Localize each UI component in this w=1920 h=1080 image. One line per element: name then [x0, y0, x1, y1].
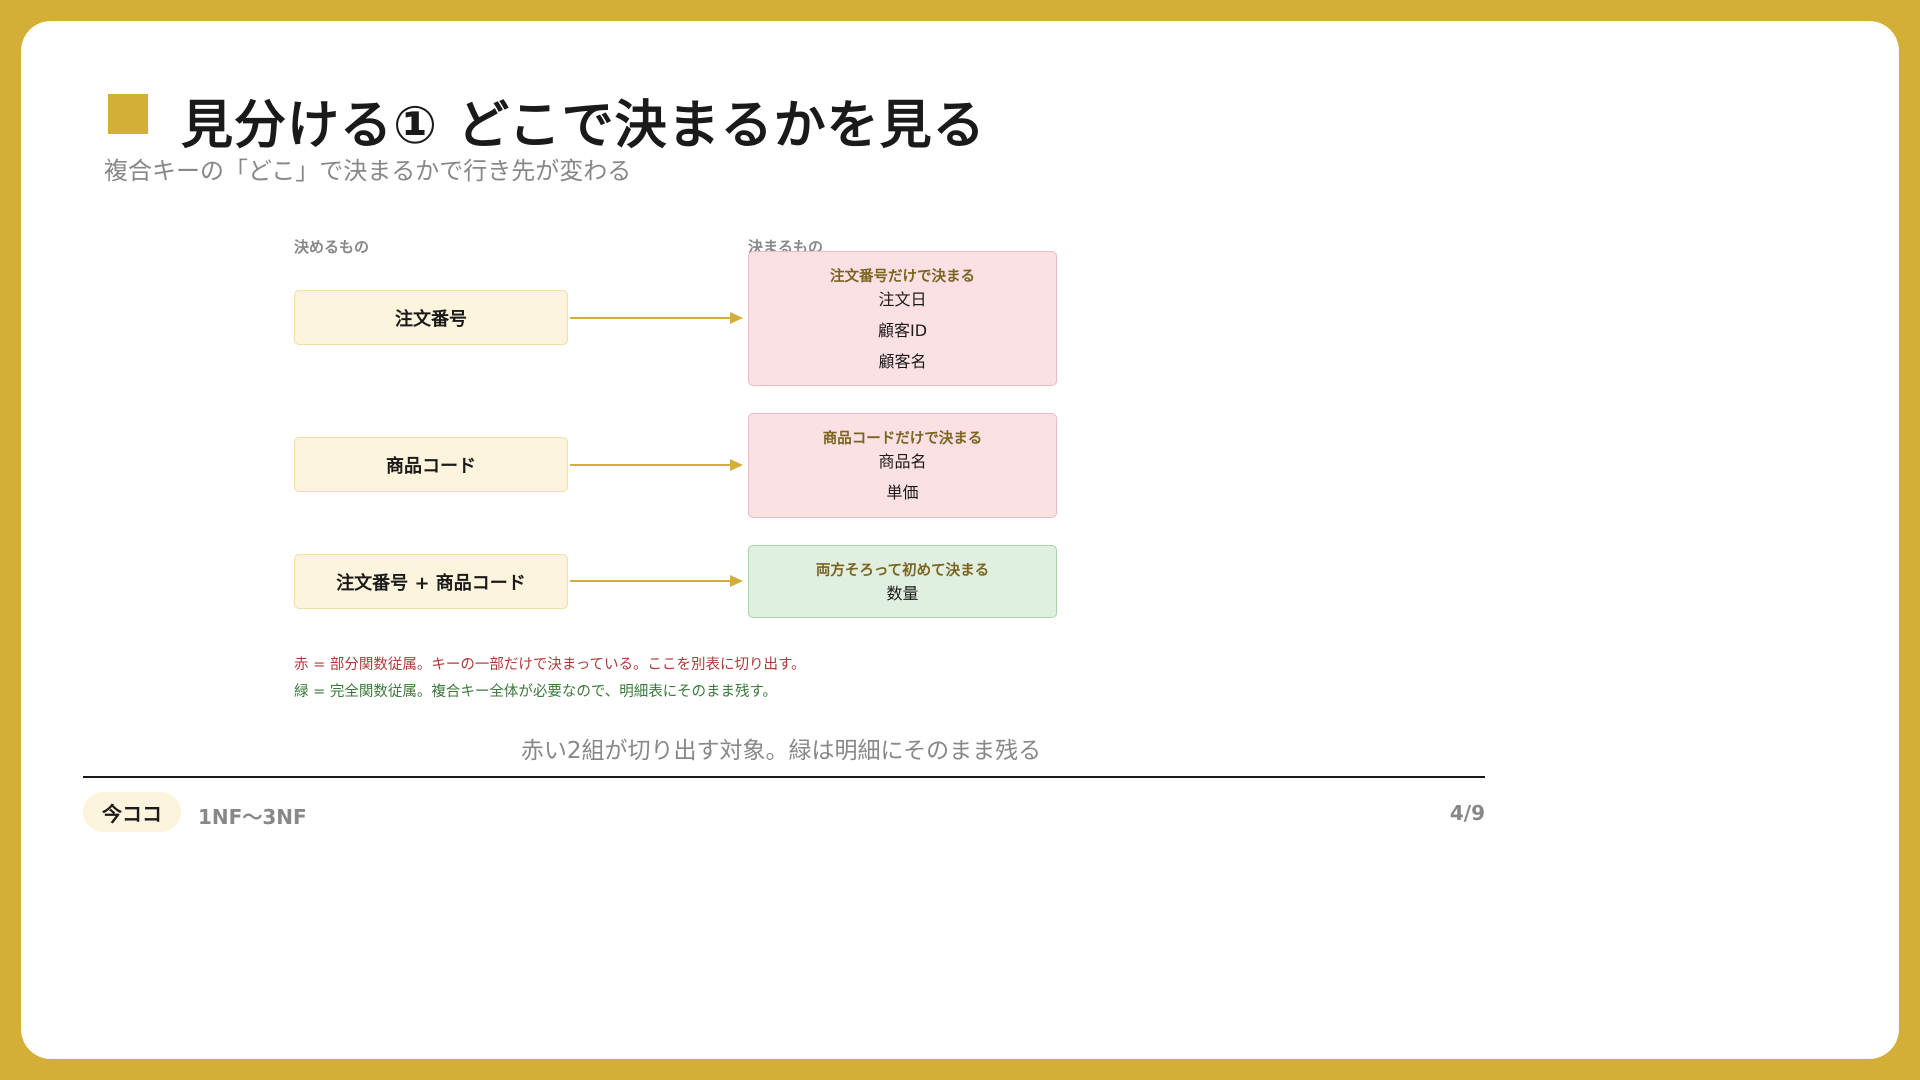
dependent-heading: 両方そろって初めて決まる — [815, 563, 990, 579]
title-square-icon — [108, 94, 148, 134]
dependent-item: 顧客名 — [878, 352, 927, 371]
dependent-heading: 商品コードだけで決まる — [822, 431, 983, 447]
dependent-item: 注文日 — [878, 290, 927, 309]
current-position-badge: 今ココ — [83, 792, 181, 832]
dependent-box-product: 商品コードだけで決まる 商品名 単価 — [748, 413, 1057, 518]
footer-divider — [83, 776, 1485, 778]
left-column-label: 決めるもの — [294, 238, 370, 256]
dependent-item: 顧客ID — [877, 321, 928, 340]
legend-partial-dependency: 赤 = 部分関数従属。キーの一部だけで決まっている。ここを別表に切り出す。 — [294, 657, 806, 673]
key-label: 注文番号 + 商品コード — [336, 572, 526, 594]
slide-title: 見分ける① どこで決まるかを見る — [181, 96, 986, 156]
dependent-heading: 注文番号だけで決まる — [830, 269, 975, 285]
key-box-composite: 注文番号 + 商品コード — [294, 554, 568, 609]
dependent-item: 単価 — [886, 483, 919, 502]
slide-card: 見分ける① どこで決まるかを見る 複合キーの「どこ」で決まるかで行き先が変わる … — [21, 21, 1899, 1059]
dependent-item: 商品名 — [878, 452, 927, 471]
dependent-box-order: 注文番号だけで決まる 注文日 顧客ID 顧客名 — [748, 251, 1057, 386]
dependent-item: 数量 — [886, 584, 919, 603]
arrow-right-icon — [570, 312, 743, 324]
dependent-box-composite: 両方そろって初めて決まる 数量 — [748, 545, 1057, 618]
key-label: 注文番号 — [395, 308, 467, 330]
footer-topic: 1NF〜3NF — [198, 805, 307, 829]
badge-label: 今ココ — [102, 801, 162, 826]
arrow-right-icon — [570, 575, 743, 587]
arrow-right-icon — [570, 459, 743, 471]
key-box-order-number: 注文番号 — [294, 290, 568, 345]
diagram-caption: 赤い2組が切り出す対象。緑は明細にそのまま残る — [520, 738, 1042, 764]
legend-full-dependency: 緑 = 完全関数従属。複合キー全体が必要なので、明細表にそのまま残す。 — [294, 684, 778, 700]
key-box-product-code: 商品コード — [294, 437, 568, 492]
key-label: 商品コード — [386, 455, 476, 477]
page-number: 4/9 — [1449, 801, 1485, 825]
slide-subtitle: 複合キーの「どこ」で決まるかで行き先が変わる — [104, 157, 632, 185]
